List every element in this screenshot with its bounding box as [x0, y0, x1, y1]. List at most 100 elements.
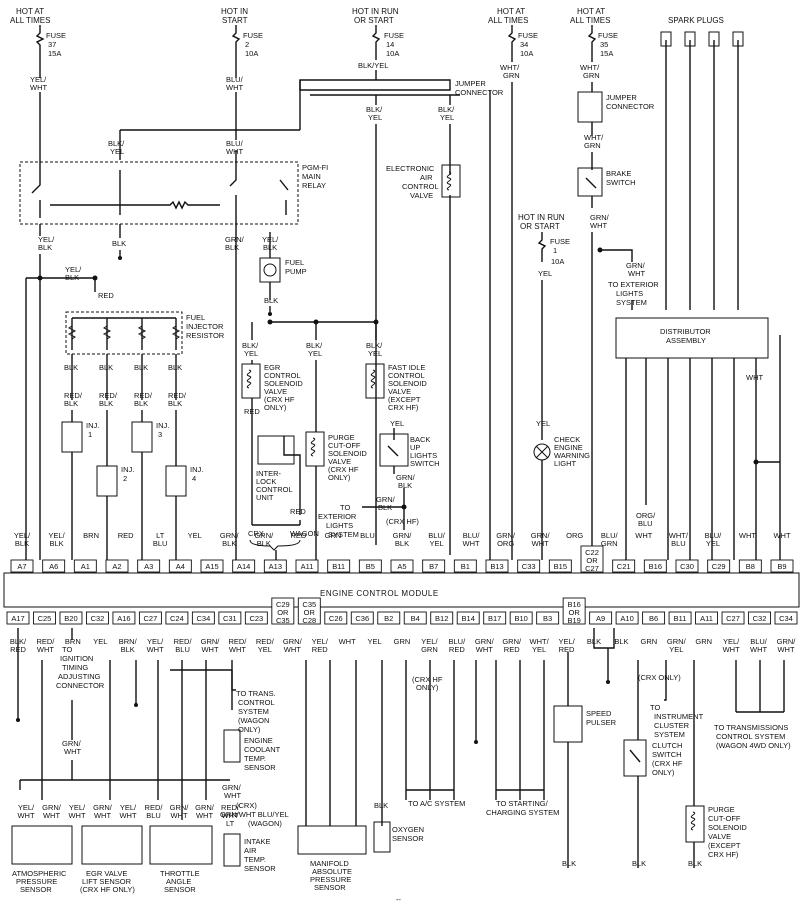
ecm-top-pin [263, 559, 287, 573]
source-label: HOT IN RUN [518, 213, 565, 222]
to-exterior-label: LIGHTS [326, 521, 353, 530]
wire-color: YEL [390, 419, 404, 428]
fuse-label: FUSE [243, 31, 263, 40]
map-label: PRESSURE [310, 875, 351, 884]
purge-label: SOLENOID [328, 449, 367, 458]
source-fuse-1: HOT IN RUN OR START FUSE 1 10A YEL [518, 213, 570, 278]
injector-label: INJ. [86, 421, 99, 430]
ecm-top-pin-label: C27 [585, 564, 599, 573]
to-trans-label: ONLY) [238, 725, 261, 734]
jumper-right-box [577, 91, 603, 123]
wire-color: BLK [134, 399, 148, 408]
bottom-wire-color: WHT [723, 645, 740, 654]
page-footer: -- [396, 895, 401, 904]
ecm-top-pin-label: B8 [746, 562, 755, 571]
ecm-top-pin [770, 559, 794, 573]
eacv-label: ELECTRONIC [386, 164, 435, 173]
to-trans-wire [170, 669, 236, 691]
solenoid-feed-bus [251, 321, 377, 340]
brake-switch-group: JUMPER CONNECTOR WHT/ GRN BRAKE SWITCH G… [577, 91, 659, 560]
map-o2-wires [305, 660, 383, 826]
wire-color: YEL/ [38, 235, 55, 244]
wire-color: YEL [308, 349, 322, 358]
ground-icon [134, 703, 138, 707]
egr-label: CONTROL [264, 371, 301, 380]
fuel-pump-wires [235, 232, 271, 560]
backup-switch-wires [387, 428, 405, 530]
ecm-bottom-pin [191, 611, 215, 625]
atmos-label: PRESSURE [16, 877, 57, 886]
fuse-label: FUSE [46, 31, 66, 40]
bottom-wire-color: BRN [65, 637, 81, 646]
ecm-bottom-pin [456, 611, 480, 625]
purge-cutoff-solenoid-top: PURGE CUT-OFF SOLENOID VALVE (CRX HF ONL… [305, 360, 367, 560]
ecm-top-pin [422, 559, 446, 573]
map-label: MANIFOLD [310, 859, 349, 868]
wire-color: YEL/ [65, 265, 82, 274]
relay-out-wires [39, 224, 121, 560]
wire-color: BLK [112, 239, 126, 248]
sensor-wire-labels: YEL/WHTGRN/WHTYEL/WHTGRN/WHTYEL/WHTRED/B… [17, 803, 239, 820]
wire-color: GRN/ [62, 739, 82, 748]
top-wire-color: WHT [463, 539, 480, 548]
injectors: BLK BLK BLK BLK RED/ BLK RED/ BLK RED/ B… [61, 354, 203, 560]
sensor-wire-color: BLU [146, 811, 161, 820]
source-label: ALL TIMES [488, 16, 528, 25]
intake-label: SENSOR [244, 864, 276, 873]
purge2-label: CRX HF) [708, 850, 739, 859]
fuse-number: 35 [600, 40, 608, 49]
source-label: OR START [520, 222, 560, 231]
crx-hf-label: (CRX HF) [386, 517, 419, 526]
ecm-top-pin-label: B7 [429, 562, 438, 571]
crx-note: (CRX) [236, 801, 257, 810]
ecm-top-pin [675, 559, 699, 573]
ecm-top-pin-label: B15 [554, 562, 567, 571]
crx-note: GRN/WHT BLU/YEL [220, 810, 289, 819]
wire-fuse-2 [231, 25, 241, 140]
bottom-wire-color: RED/ [174, 637, 193, 646]
wire-color: BLK/ [306, 341, 323, 350]
jumper-label: JUMPER [455, 79, 486, 88]
crx-wagon-brace [249, 539, 301, 551]
fuse-label: FUSE [550, 237, 570, 246]
fuse-number: 2 [245, 40, 249, 49]
source-label: HOT IN RUN [352, 7, 399, 16]
sensor-wire-color: YEL/ [120, 803, 137, 812]
ecm-bottom-pin [536, 611, 560, 625]
ecm-top-pin [485, 559, 509, 573]
wire-color: YEL/ [30, 75, 47, 84]
to-starting-label: CHARGING SYSTEM [486, 808, 559, 817]
top-wire-color: ORG [497, 539, 514, 548]
ecm-bottom-pin-label: B12 [435, 614, 448, 623]
wire-color: BLU/ [226, 75, 244, 84]
wire-color: YEL [368, 113, 382, 122]
backup-label: SWITCH [410, 459, 440, 468]
ecm-bottom-pin [33, 611, 56, 625]
egr-wires [251, 360, 300, 526]
bottom-wire-color: YEL/ [723, 637, 740, 646]
spark-plug-icon [684, 31, 696, 47]
injector-feed-wires [71, 354, 177, 400]
to-transmission-label: (WAGON 4WD ONLY) [716, 741, 791, 750]
to-exterior-label: TO EXTERIOR [608, 280, 659, 289]
ecm-top-pin-label: B1 [461, 562, 470, 571]
fast-idle-solenoid: FAST IDLE CONTROL SOLENOID VALVE (EXCEPT… [365, 363, 427, 412]
coil-icon [370, 369, 376, 389]
purge-solenoid-box [305, 431, 325, 467]
ecm-bottom-pin [297, 597, 321, 625]
clutch-label: ONLY) [652, 768, 675, 777]
wire-color: GRN/ [626, 261, 646, 270]
ecm-bottom-pin-label: B14 [462, 614, 475, 623]
top-wire-color: YEL [429, 539, 443, 548]
backup-label: UP [410, 443, 420, 452]
fuel-injector-resistor: FUEL INJECTOR RESISTOR [65, 311, 225, 355]
backup-label: LIGHTS [410, 451, 437, 460]
intake-label: AIR [244, 846, 257, 855]
bottom-wire-color: RED [449, 645, 465, 654]
top-wire-color: WHT [739, 531, 756, 540]
source-label: HOT AT [16, 7, 44, 16]
ecm-bottom-pin-label: B11 [674, 614, 687, 623]
map-label: SENSOR [314, 883, 346, 892]
to-exterior-label: LIGHTS [616, 289, 643, 298]
ecm-top-pin-label: A3 [144, 562, 153, 571]
